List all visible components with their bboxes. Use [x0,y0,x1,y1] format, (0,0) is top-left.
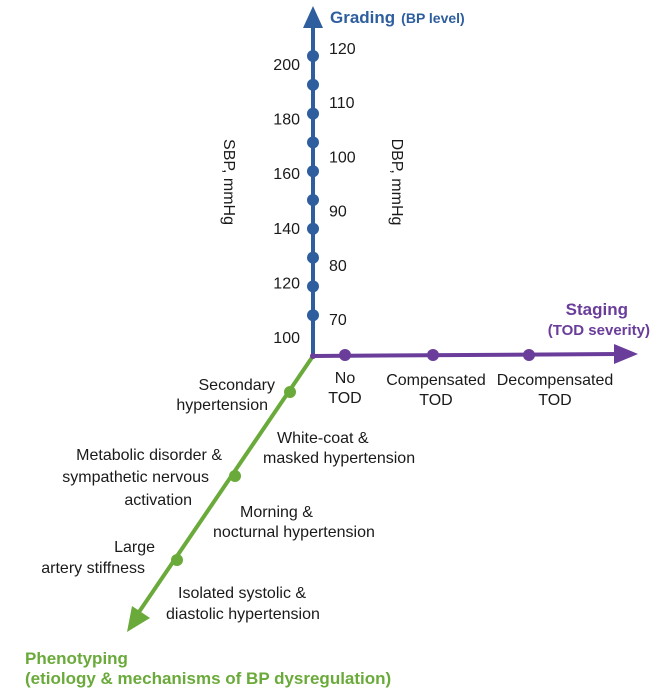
phenotype-label-secondary-1: Secondary [199,377,276,394]
sbp-tick-label: 100 [273,330,300,347]
phenotype-label-morning-2: nocturnal hypertension [213,524,375,541]
staging-label-no-tod-2: TOD [328,390,361,407]
grading-dot [307,50,319,62]
phenotyping-dot-1 [284,386,296,398]
staging-label-compensated-1: Compensated [386,372,486,389]
grading-arrowhead [303,6,323,28]
staging-label-decompensated-2: TOD [538,392,571,409]
dbp-tick-label: 70 [329,312,347,329]
phenotyping-axis-line [137,354,315,614]
phenotype-label-secondary-2: hypertension [176,397,268,414]
grading-dot [307,280,319,293]
grading-dot [307,251,319,264]
staging-subtitle: (TOD severity) [548,322,650,339]
staging-label-no-tod-1: No [335,370,356,387]
phenotype-label-stiffness-1: Large [114,539,155,556]
phenotype-label-metabolic-2: sympathetic nervous [62,469,209,486]
phenotype-label-metabolic-3: activation [124,492,192,509]
phenotyping-axis: Secondary hypertension Metabolic disorde… [25,354,415,688]
dbp-tick-label: 80 [329,258,347,275]
grading-dot [307,107,319,120]
dbp-tick-label: 90 [329,204,347,221]
staging-arrowhead [614,344,638,364]
phenotype-label-stiffness-2: artery stiffness [41,560,145,577]
sbp-tick-labels: 200 180 160 140 120 100 [273,57,300,347]
grading-axis: Grading(BP level) 200 180 160 140 120 100 120… [220,6,465,356]
phenotype-label-whitecoat-2: masked hypertension [263,450,415,467]
origin-point [310,353,316,359]
staging-dot-compensated [427,349,439,361]
sbp-axis-label: SBP, mmHg [220,139,237,225]
staging-label-decompensated-1: Decompensated [497,372,614,389]
phenotype-label-whitecoat-1: White-coat & [277,430,369,447]
grading-dot [307,309,319,322]
phenotype-label-morning-1: Morning & [240,504,313,521]
grading-title: Grading(BP level) [330,8,465,27]
phenotyping-dot-2 [229,470,241,482]
dbp-tick-labels: 120 110 100 90 80 70 [329,41,356,329]
staging-axis: Staging (TOD severity) No TOD Compensate… [312,300,650,409]
sbp-tick-label: 180 [273,112,300,129]
grading-dot [307,136,319,149]
phenotype-label-isolated-1: Isolated systolic & [178,585,306,602]
phenotyping-dot-3 [171,554,183,566]
phenotype-label-metabolic-1: Metabolic disorder & [76,447,222,464]
sbp-tick-label: 140 [273,221,300,238]
dbp-axis-label: DBP, mmHg [388,139,405,226]
dbp-tick-label: 120 [329,41,356,58]
phenotype-label-isolated-2: diastolic hypertension [166,606,320,623]
staging-dot-decompensated [523,349,535,361]
staging-dot-no-tod [339,349,351,361]
phenotyping-title: Phenotyping [25,649,128,668]
grading-dot [307,165,319,178]
phenotyping-subtitle: (etiology & mechanisms of BP dysregulati… [25,669,391,688]
staging-label-compensated-2: TOD [419,392,452,409]
dbp-tick-label: 100 [329,149,356,166]
dbp-tick-label: 110 [329,95,355,112]
staging-axis-line [312,352,619,358]
grading-dots [307,50,319,322]
grading-dot [307,194,319,206]
grading-dot [307,222,319,235]
staging-title: Staging [566,300,628,319]
sbp-tick-label: 160 [273,166,300,183]
sbp-tick-label: 200 [273,57,300,74]
phenotyping-arrowhead [127,606,150,632]
grading-dot [307,78,319,91]
sbp-tick-label: 120 [273,275,300,292]
